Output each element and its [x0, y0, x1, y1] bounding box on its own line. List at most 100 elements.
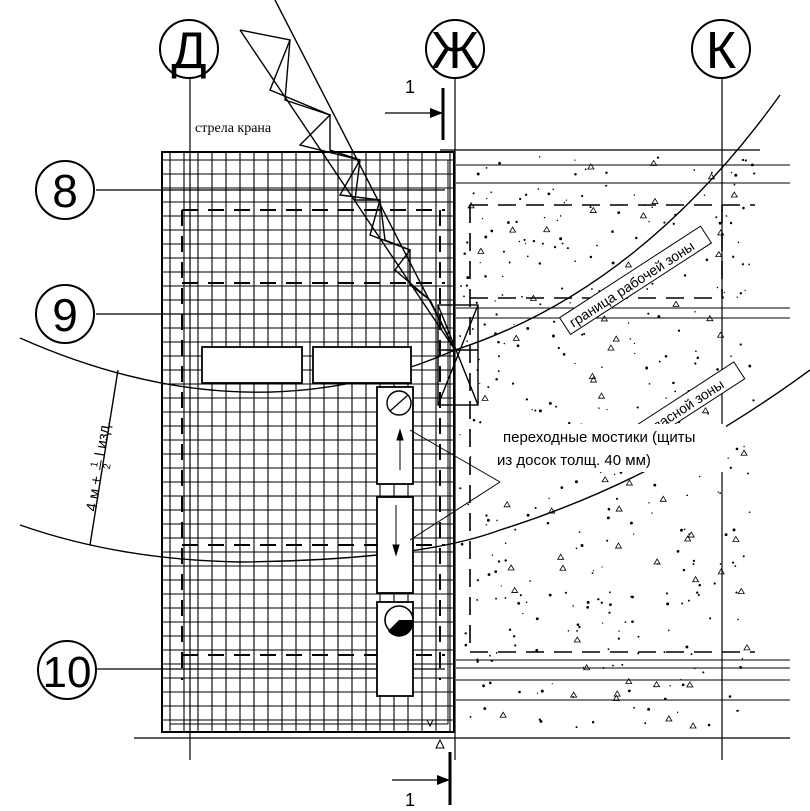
concrete-speckle — [518, 240, 521, 243]
concrete-speckle — [666, 592, 669, 595]
concrete-speckle — [730, 171, 733, 174]
concrete-aggregate — [477, 247, 485, 254]
concrete-speckle — [648, 382, 651, 385]
concrete-speckle — [586, 606, 589, 609]
concrete-speckle — [741, 263, 744, 266]
concrete-speckle — [730, 355, 732, 357]
concrete-aggregate — [737, 587, 745, 594]
concrete-speckle — [729, 466, 732, 469]
concrete-speckle — [486, 198, 488, 200]
concrete-speckle — [476, 660, 479, 663]
concrete-speckle — [459, 487, 462, 490]
concrete-speckle — [656, 563, 659, 565]
concrete-speckle — [672, 222, 675, 225]
concrete-speckle — [742, 555, 745, 558]
svg-text:l изд.: l изд. — [92, 420, 114, 458]
concrete-speckle — [748, 263, 750, 266]
section-mark-bottom: 1 — [392, 752, 452, 810]
concrete-speckle — [692, 563, 695, 565]
concrete-speckle — [495, 652, 498, 654]
concrete-speckle — [479, 421, 482, 424]
concrete-speckle — [518, 197, 522, 201]
concrete-speckle — [633, 342, 636, 345]
concrete-speckle — [538, 262, 542, 265]
concrete-speckle — [556, 219, 559, 222]
concrete-speckle — [526, 255, 529, 258]
svg-text:10: 10 — [43, 648, 92, 697]
concrete-speckle — [611, 261, 615, 265]
concrete-speckle — [479, 261, 481, 264]
concrete-speckle — [736, 710, 738, 712]
concrete-speckle — [483, 707, 487, 710]
concrete-speckle — [538, 156, 541, 158]
concrete-speckle — [717, 491, 719, 493]
work-zone-boundary — [19, 94, 781, 393]
concrete-speckle — [667, 629, 670, 632]
concrete-speckle — [560, 486, 564, 490]
concrete-speckle — [490, 191, 493, 194]
concrete-speckle — [565, 199, 568, 201]
svg-text:2: 2 — [102, 462, 114, 470]
concrete-speckle — [725, 215, 728, 217]
concrete-speckle — [694, 310, 696, 313]
concrete-speckle — [485, 524, 488, 526]
concrete-aggregate — [625, 479, 634, 486]
concrete-speckle — [498, 355, 501, 358]
dimension-line: 4 м + 1 2 l изд. — [83, 369, 119, 546]
concrete-speckle — [566, 247, 569, 250]
concrete-speckle — [526, 327, 530, 330]
concrete-speckle — [735, 591, 738, 594]
concrete-speckle — [676, 711, 679, 714]
concrete-speckle — [666, 602, 670, 606]
concrete-speckle — [729, 221, 733, 225]
concrete-speckle — [538, 718, 541, 721]
crane-post-top — [386, 390, 412, 416]
concrete-speckle — [723, 291, 725, 294]
concrete-speckle — [534, 409, 537, 412]
concrete-speckle — [511, 382, 515, 385]
concrete-speckle — [743, 445, 745, 448]
concrete-speckle — [460, 285, 462, 287]
crane-post-bottom — [384, 605, 414, 637]
concrete-speckle — [512, 635, 516, 638]
concrete-speckle — [548, 401, 552, 405]
concrete-speckle — [748, 364, 752, 368]
concrete-speckle — [634, 352, 636, 355]
concrete-aggregate — [613, 690, 621, 697]
concrete-speckle — [487, 386, 490, 389]
concrete-speckle — [728, 695, 732, 698]
concrete-speckle — [731, 561, 735, 564]
slab-edge-lines — [456, 164, 790, 701]
concrete-speckle — [690, 653, 693, 656]
concrete-speckle — [486, 518, 490, 522]
concrete-speckle — [645, 366, 649, 370]
concrete-speckle — [753, 172, 756, 175]
concrete-speckle — [724, 533, 728, 537]
concrete-speckle — [535, 648, 539, 652]
concrete-speckle — [518, 690, 521, 694]
concrete-speckle — [535, 617, 539, 621]
concrete-speckle — [688, 533, 690, 535]
concrete-speckle — [733, 183, 736, 186]
concrete-speckle — [621, 663, 624, 666]
axis-bubble-9: 9 — [35, 284, 95, 344]
concrete-speckle — [715, 216, 718, 219]
concrete-speckle — [606, 539, 609, 542]
concrete-speckle — [713, 582, 716, 585]
concrete-speckle — [466, 276, 470, 280]
concrete-speckle — [627, 689, 631, 693]
concrete-speckle — [517, 601, 521, 605]
concrete-speckle — [746, 472, 749, 475]
concrete-speckle — [481, 218, 484, 220]
concrete-speckle — [459, 335, 462, 337]
concrete-speckle — [608, 611, 611, 614]
concrete-speckle — [589, 255, 593, 259]
concrete-speckle — [479, 382, 481, 385]
crane-hook — [437, 304, 479, 406]
concrete-speckle — [508, 628, 512, 632]
concrete-speckle — [475, 301, 478, 304]
concrete-speckle — [471, 328, 474, 330]
concrete-speckle — [624, 621, 627, 623]
concrete-speckle — [524, 193, 528, 196]
concrete-aggregate — [601, 475, 609, 483]
